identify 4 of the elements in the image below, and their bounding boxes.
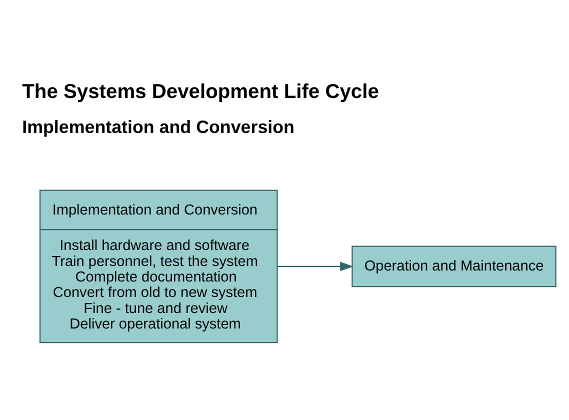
node-box: Operation and Maintenance <box>352 245 556 287</box>
arrow <box>277 261 354 271</box>
label: Implementation and Conversion <box>22 116 295 137</box>
diagram-title: The Systems Development Life Cycle <box>22 80 379 102</box>
